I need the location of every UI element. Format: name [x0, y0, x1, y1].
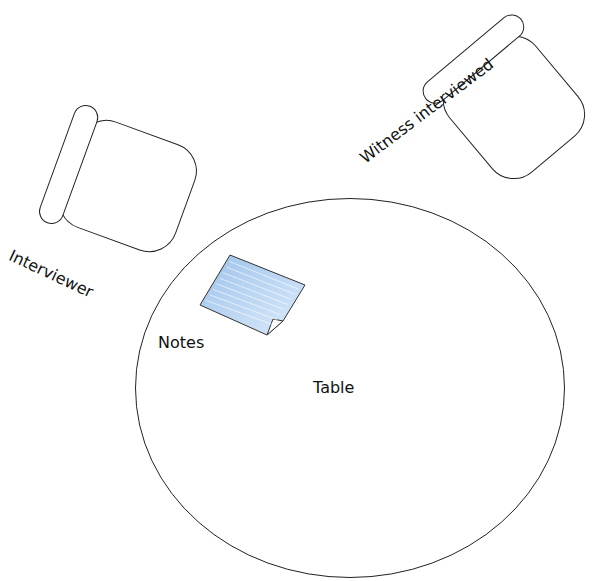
witness-chair: Witness interviewed: [370, 0, 592, 200]
node-label: Table: [313, 378, 354, 397]
node-label: Notes: [158, 333, 204, 352]
table-circle: Table Notes: [135, 198, 565, 578]
notes-sheet: Notes: [155, 253, 315, 363]
node-label: Interviewer: [6, 246, 96, 302]
witness-chair-outline: [370, 0, 592, 200]
